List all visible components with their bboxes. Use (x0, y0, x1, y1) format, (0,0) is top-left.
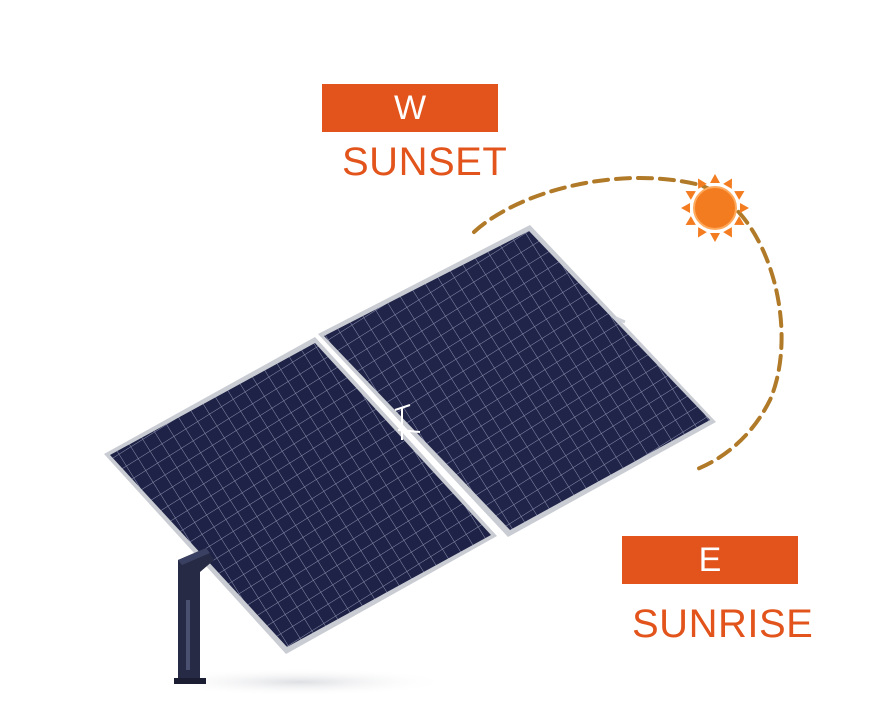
panel-bracket-edge (615, 316, 626, 324)
tracker-post (174, 548, 214, 684)
sun-path-arc (472, 176, 784, 472)
ground-shadow (150, 668, 450, 696)
solar-panel-right (324, 231, 710, 530)
sunrise-caption: SUNRISE (632, 602, 814, 646)
solar-panel-left (110, 343, 491, 647)
west-direction-badge: W (322, 84, 498, 132)
east-direction-badge: E (622, 536, 798, 584)
sun-icon (681, 174, 749, 242)
tracker-bracket (394, 404, 421, 440)
west-letter: W (393, 88, 427, 127)
sunset-caption: SUNSET (342, 140, 508, 184)
east-letter: E (698, 540, 722, 579)
